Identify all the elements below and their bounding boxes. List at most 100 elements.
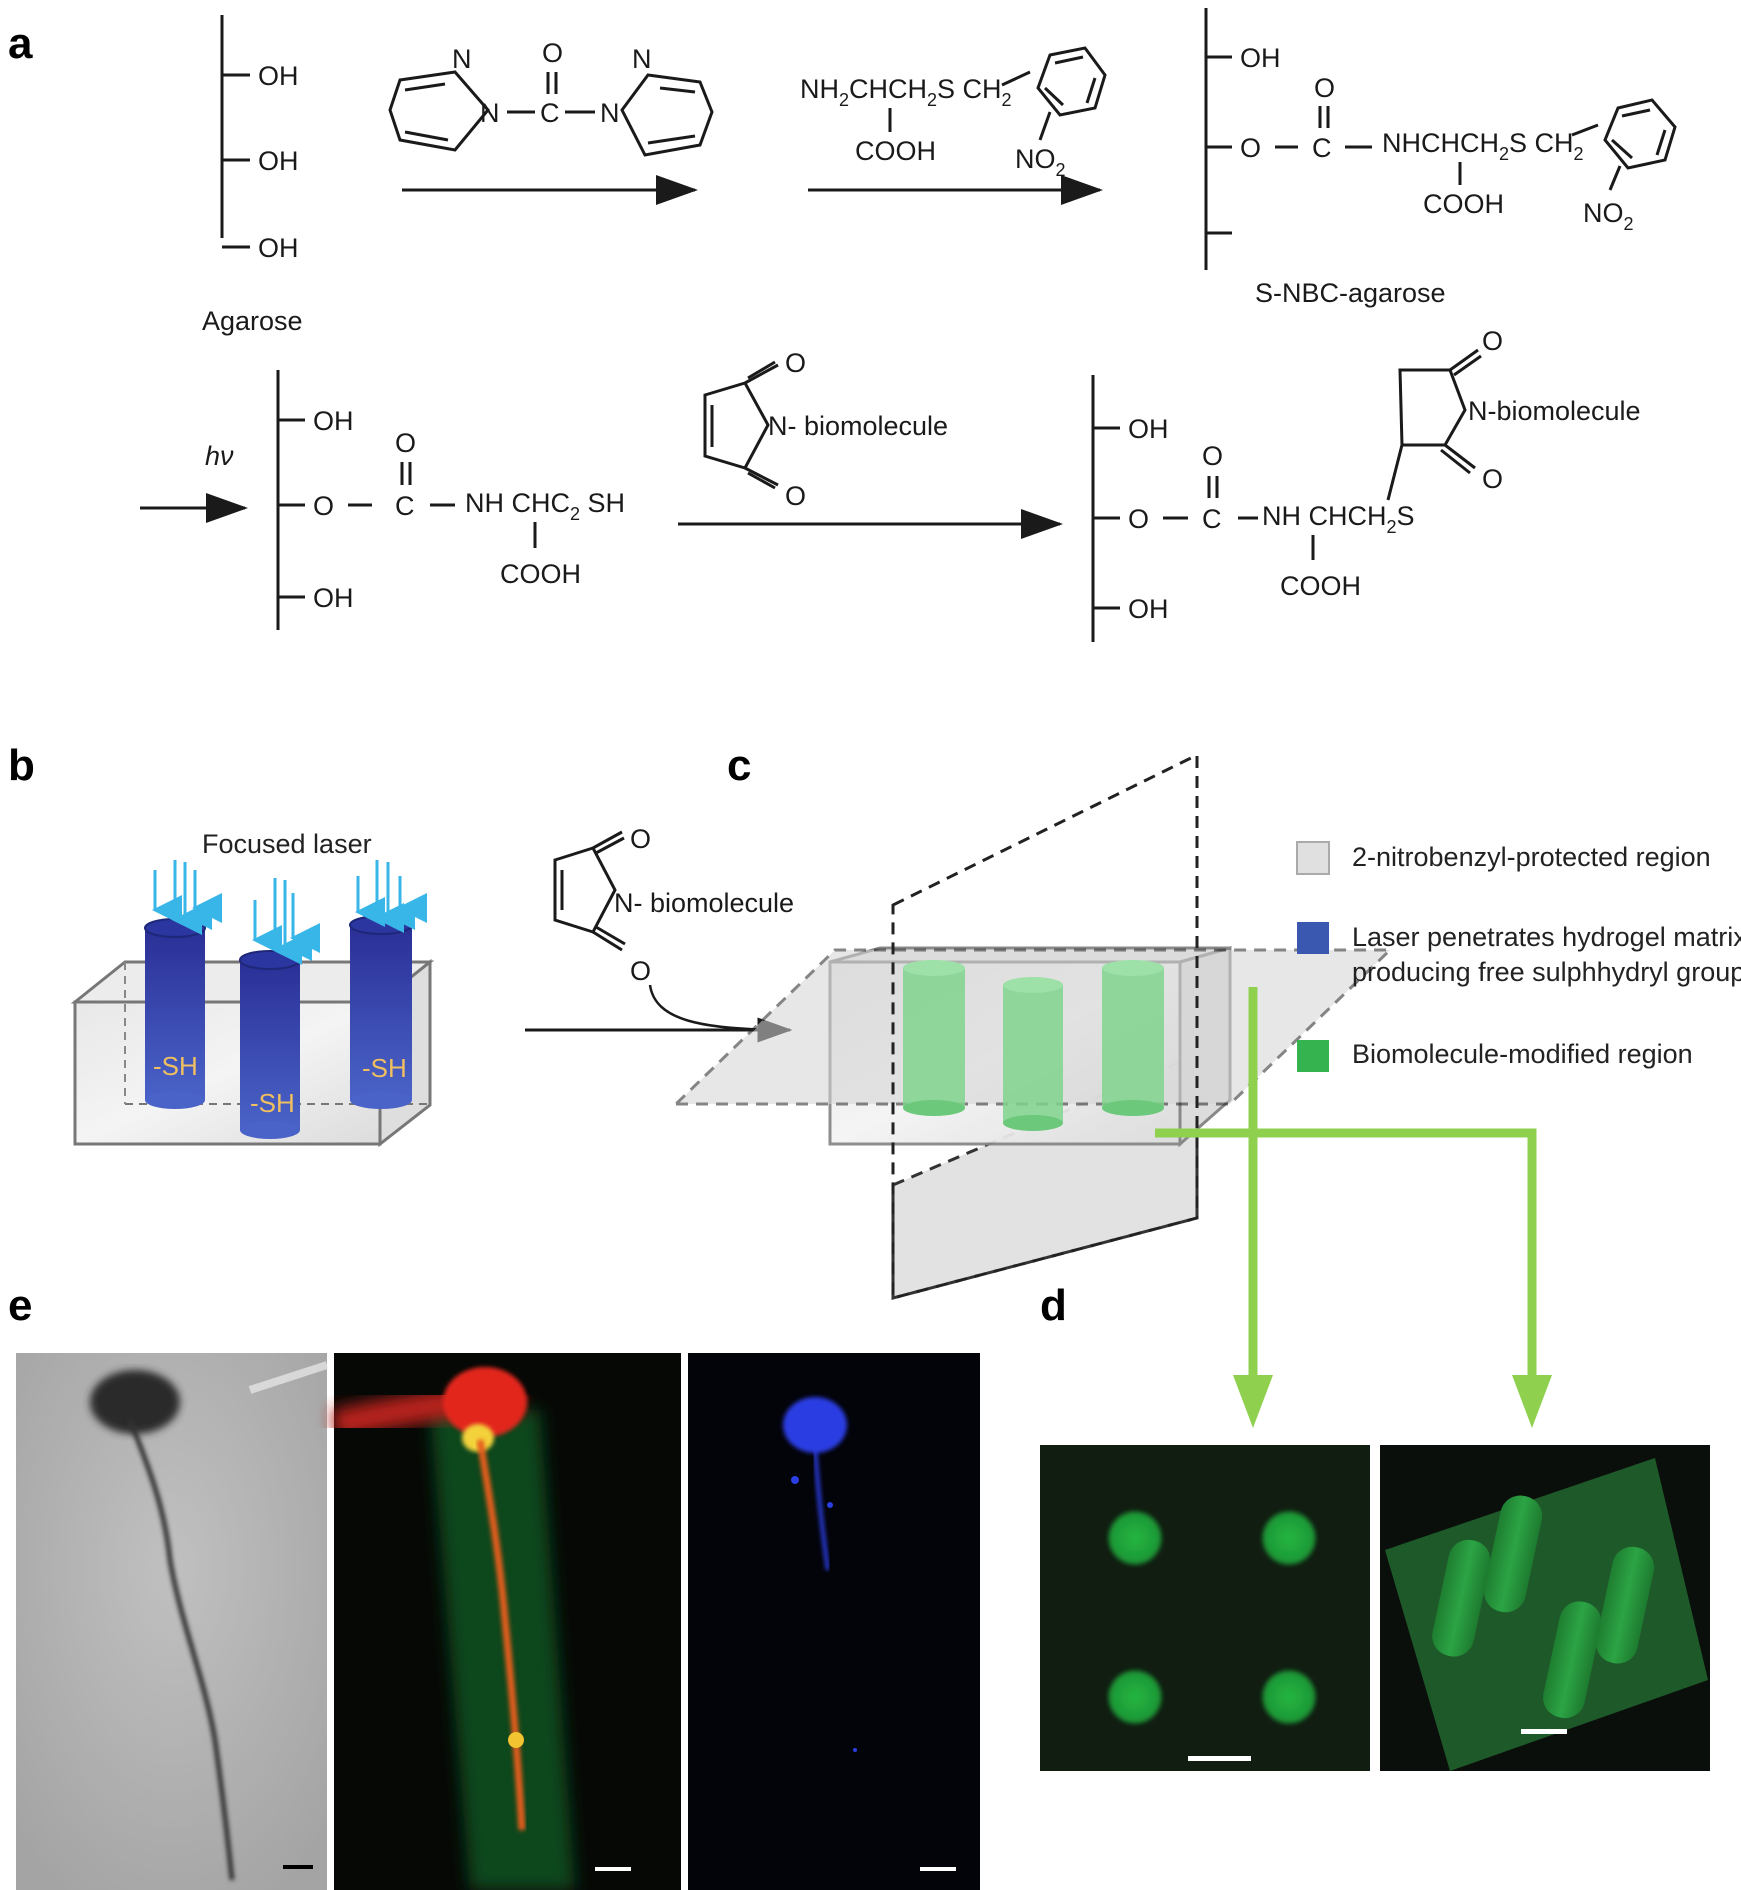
panel-label-d: d	[1040, 1281, 1067, 1330]
legend-label-biomolecule: Biomolecule-modified region	[1352, 1039, 1693, 1069]
green-cylinder-1	[1432, 1539, 1491, 1657]
reagent-cooh: COOH	[855, 136, 936, 166]
pyrazole-n-4: N	[632, 44, 652, 74]
axon-gray	[127, 1419, 235, 1881]
pyrazole-n-1: N	[452, 44, 472, 74]
svg-text:NH CHCH2S: NH CHCH2S	[1262, 501, 1415, 537]
green-cylinder-3	[1543, 1601, 1602, 1719]
cell-body-gray	[90, 1370, 180, 1434]
green-cylinder-2	[1483, 1495, 1543, 1613]
green-dot-2	[1262, 1511, 1316, 1565]
fluorescence-image-cylinders	[1380, 1445, 1710, 1771]
axon-blue	[813, 1447, 830, 1571]
thiol-o: O	[313, 491, 334, 521]
nitrobenzyl-cysteine-structure: NH2CHCH2S CH2 COOH NO2	[800, 46, 1107, 180]
sh-label-2: -SH	[250, 1088, 295, 1118]
panel-label-a: a	[8, 19, 33, 68]
product-o: O	[1128, 504, 1149, 534]
maleimide-biomolecule-a: O O N- biomolecule	[703, 348, 948, 511]
cell-body-red	[443, 1367, 527, 1437]
legend-swatch-biomolecule	[1297, 1040, 1329, 1072]
snbc-c: C	[1312, 133, 1332, 163]
product-o-2: O	[1482, 464, 1503, 494]
maleimide-b-o-2: O	[630, 956, 651, 986]
green-cylinder-4	[1595, 1546, 1655, 1664]
maleimide-o-2: O	[785, 481, 806, 511]
snbc-oh-1: OH	[1240, 43, 1281, 73]
hv-label: hν	[205, 441, 234, 471]
product-oh-1: OH	[1128, 414, 1169, 444]
green-arrows	[1155, 987, 1552, 1428]
product-biomolecule-label: N-biomolecule	[1468, 396, 1641, 426]
maleimide-biomolecule-label-a: N- biomolecule	[768, 411, 948, 441]
legend-label-laser-2: producing free sulphhydryl groups	[1352, 957, 1741, 987]
svg-text:NH2CHCH2S CH2: NH2CHCH2S CH2	[800, 74, 1012, 110]
thiol-chain: NH CHC	[465, 488, 570, 518]
svg-text:NO2: NO2	[1015, 144, 1066, 180]
panel-label-c: c	[727, 741, 751, 790]
carbonyl-o: O	[542, 38, 563, 68]
legend-swatch-laser	[1297, 922, 1329, 954]
green-column-1	[903, 968, 965, 1108]
axon-red	[476, 1439, 526, 1831]
green-dot-4	[1262, 1670, 1316, 1724]
agarose-oh-3: OH	[258, 233, 299, 263]
legend-label-protected: 2-nitrobenzyl-protected region	[1352, 842, 1711, 872]
green-column-2	[1003, 985, 1063, 1123]
product-c: C	[1202, 504, 1222, 534]
scale-bar-d2	[1521, 1729, 1567, 1734]
thiol-carbonyl-o: O	[395, 428, 416, 458]
brightfield-image	[16, 1353, 329, 1890]
laser-column-2	[240, 960, 300, 1130]
scale-bar-e3	[920, 1867, 956, 1871]
snbc-agarose-structure: OH O C O NHCHCH2S CH2 COOH NO2 S-NBC-aga…	[1204, 8, 1677, 308]
reagent-no2: NO	[1015, 144, 1056, 174]
legend-label-laser: Laser penetrates hydrogel matrix,	[1352, 922, 1741, 952]
carbonyl-dipyrazole-structure: N N C O N N	[388, 38, 714, 157]
fluorescence-image-blue	[688, 1353, 980, 1890]
product-oh-2: OH	[1128, 594, 1169, 624]
snbc-chain: NHCHCH	[1382, 128, 1499, 158]
snbc-o: O	[1240, 133, 1261, 163]
maleimide-o-1: O	[785, 348, 806, 378]
snbc-no2: NO	[1583, 198, 1624, 228]
product-carbonyl-o: O	[1202, 441, 1223, 471]
carbonyl-c: C	[540, 98, 560, 128]
sh-label-3: -SH	[362, 1053, 407, 1083]
scale-bar-e1	[283, 1865, 313, 1869]
cell-body-blue	[783, 1397, 847, 1453]
snbc-agarose-label: S-NBC-agarose	[1255, 278, 1446, 308]
fluorescence-image-red-green	[330, 1353, 681, 1890]
pyrazole-n-3: N	[600, 98, 620, 128]
maleimide-biomolecule-b: O O N- biomolecule	[553, 824, 794, 986]
panel-label-b: b	[8, 741, 35, 790]
biomolecule-agarose-structure: OH O C O NH CHCH2S COOH OH O O N-biomole…	[1091, 326, 1641, 642]
agarose-oh-1: OH	[258, 61, 299, 91]
scale-bar-d1	[1188, 1756, 1251, 1761]
pyrazole-n-2: N	[480, 98, 500, 128]
sh-label-1: -SH	[153, 1051, 198, 1081]
svg-text:NHCHCH2S CH2: NHCHCH2S CH2	[1382, 128, 1584, 164]
agarose-label: Agarose	[202, 306, 303, 336]
agarose-oh-2: OH	[258, 146, 299, 176]
product-o-1: O	[1482, 326, 1503, 356]
legend-swatch-protected	[1296, 841, 1330, 875]
hydrogel-block-c	[672, 752, 1394, 1300]
green-dot-1	[1108, 1511, 1162, 1565]
green-dot-3	[1108, 1670, 1162, 1724]
snbc-cooh: COOH	[1423, 189, 1504, 219]
scale-bar-e2	[595, 1867, 631, 1871]
laser-arrows	[152, 860, 427, 965]
product-chain: NH CHCH	[1262, 501, 1387, 531]
agarose-structure: OH OH OH Agarose	[202, 15, 303, 336]
green-column-3	[1102, 968, 1164, 1108]
product-cooh: COOH	[1280, 571, 1361, 601]
thiol-c: C	[395, 491, 415, 521]
svg-text:NO2: NO2	[1583, 198, 1634, 234]
legend: 2-nitrobenzyl-protected region Laser pen…	[1296, 841, 1741, 1072]
thiol-oh-1: OH	[313, 406, 354, 436]
thiol-agarose-structure: OH O C O NH CHC2 SH COOH OH	[276, 370, 625, 630]
maleimide-biomolecule-label-b: N- biomolecule	[614, 888, 794, 918]
laser-column-1	[145, 928, 205, 1100]
